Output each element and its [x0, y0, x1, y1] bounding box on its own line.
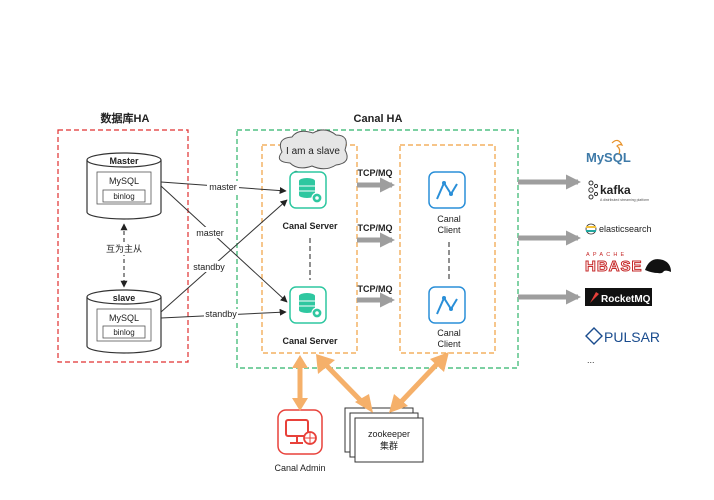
admin-server-arrow	[292, 355, 308, 411]
canal-server-2: Canal Server	[282, 286, 338, 346]
canal-client-1-label-line2: Client	[437, 225, 461, 235]
pulsar-icon	[585, 327, 603, 345]
client-icon-frame	[428, 171, 466, 209]
kafka-logo: kafka A distributed streaming platform	[588, 180, 649, 202]
slave-label: slave	[113, 293, 136, 303]
elasticsearch-logo-text: elasticsearch	[599, 224, 652, 234]
mutual-replication-label: 互为主从	[106, 243, 142, 254]
master-database: Master MySQL binlog	[86, 152, 162, 220]
elasticsearch-logo: elasticsearch	[585, 223, 652, 235]
dolphin-icon	[611, 139, 624, 155]
pulsar-logo: PULSAR	[585, 327, 660, 345]
client-icon-frame	[428, 286, 466, 324]
admin-icon-frame	[277, 409, 323, 455]
slave-binlog-label: binlog	[113, 328, 134, 337]
chart-line-icon	[436, 180, 458, 200]
orca-icon	[645, 259, 671, 274]
hbase-logo: APACHE HBASE	[585, 252, 671, 276]
zookeeper-label-line2: 集群	[380, 440, 398, 451]
rocket-icon	[590, 292, 599, 303]
rocketmq-logo-bg	[585, 288, 652, 306]
zookeeper-label-line1: zookeeper	[368, 429, 410, 439]
slave-database: slave MySQL binlog	[86, 289, 162, 354]
master-engine-label: MySQL	[109, 176, 139, 186]
kafka-logo-text: kafka	[600, 183, 631, 197]
rocketmq-logo: RocketMQ	[585, 288, 652, 306]
canal-server-2-label: Canal Server	[282, 336, 338, 346]
db-ha-group	[57, 129, 189, 363]
pulsar-logo-text: PULSAR	[604, 329, 660, 345]
canal-admin-label: Canal Admin	[274, 463, 325, 473]
master-to-server2-line	[160, 185, 288, 303]
hbase-logo-text: HBASE	[585, 258, 643, 275]
rocketmq-logo-text: RocketMQ	[601, 294, 651, 305]
canal-server-1-label: Canal Server	[282, 221, 338, 231]
canal-ha-title: Canal HA	[354, 113, 403, 125]
canal-client-2-label-line1: Canal	[437, 328, 461, 338]
mysql-logo: MySQL	[586, 139, 631, 165]
elasticsearch-icon	[585, 223, 597, 235]
mysql-logo-text: MySQL	[586, 150, 631, 165]
master-binlog-label: binlog	[113, 192, 134, 201]
hbase-apache-text: APACHE	[586, 252, 627, 258]
slave-engine-label: MySQL	[109, 313, 139, 323]
bubble-text: I am a slave	[286, 146, 340, 157]
db-ha-title: 数据库HA	[101, 111, 150, 125]
slave-to-server1-line	[160, 199, 288, 313]
canal-ha-group	[236, 129, 519, 369]
canal-client-2: Canal Client	[428, 286, 466, 349]
canal-server-1: Canal Server	[282, 171, 338, 231]
tcp-label-bottom: TCP/MQ	[358, 284, 393, 294]
master-label: Master	[109, 156, 139, 166]
kafka-tagline: A distributed streaming platform	[600, 198, 649, 202]
canal-client-2-label-line2: Client	[437, 339, 461, 349]
admin-console-icon	[285, 419, 317, 445]
chart-line-icon	[436, 295, 458, 315]
master-to-server2-label: master	[196, 228, 224, 238]
zookeeper-client-arrow	[389, 352, 449, 413]
slave-to-server1-label: standby	[193, 262, 225, 272]
canal-client-1-label-line1: Canal	[437, 214, 461, 224]
canal-client-1: Canal Client	[428, 171, 466, 235]
canal-admin: Canal Admin	[274, 409, 326, 473]
zookeeper-server-arrow	[316, 354, 373, 413]
master-to-server1-label: master	[209, 182, 237, 192]
zookeeper-cluster: zookeeper 集群	[344, 407, 424, 463]
slave-to-server2-label: standby	[205, 309, 237, 319]
tcp-label-top: TCP/MQ	[358, 168, 393, 178]
database-gear-icon	[299, 293, 323, 319]
tcp-label-mid: TCP/MQ	[358, 223, 393, 233]
kafka-icon	[588, 180, 599, 200]
database-gear-icon	[299, 178, 323, 204]
more-sinks-ellipsis: ...	[587, 355, 595, 365]
